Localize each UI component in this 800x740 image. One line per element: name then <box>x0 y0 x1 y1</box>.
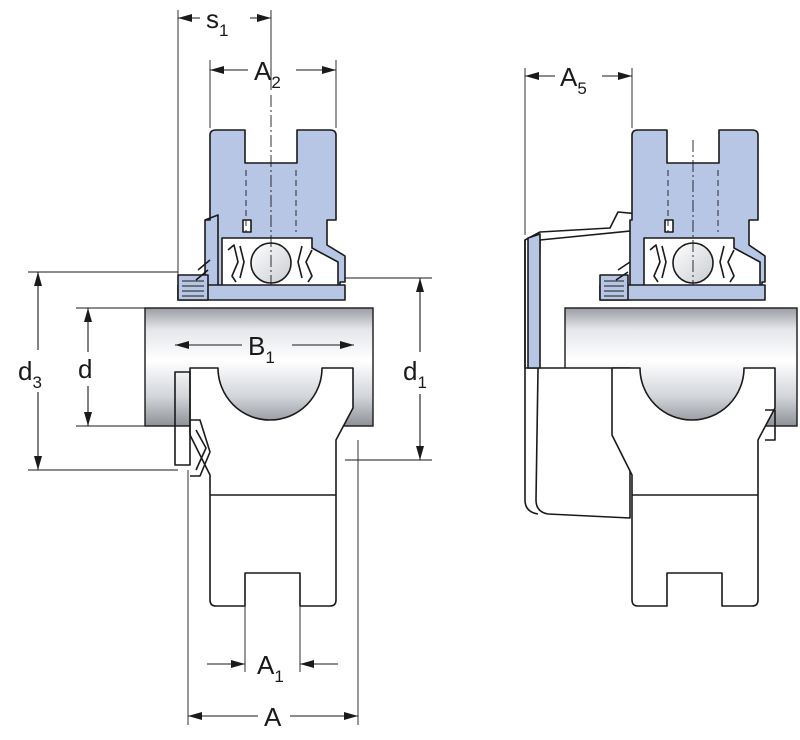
label-d1: d1 <box>403 356 427 392</box>
housing-lower-right <box>611 367 776 607</box>
dim-d: d <box>76 307 145 427</box>
dim-d3: d3 <box>18 271 178 471</box>
dim-A2: A2 <box>209 56 337 128</box>
label-s1: s1 <box>206 4 228 40</box>
seal-left-a <box>227 219 313 283</box>
dim-A5: A5 <box>524 62 633 235</box>
left-view: s1 A2 B1 d3 <box>18 4 432 732</box>
dim-B1: B1 <box>175 331 354 367</box>
label-A2: A2 <box>254 56 281 92</box>
label-d3: d3 <box>18 356 42 392</box>
dim-d1: d1 <box>345 277 432 461</box>
right-view: A5 <box>524 62 798 607</box>
label-d: d <box>78 354 92 384</box>
end-cover-right <box>524 211 641 519</box>
cover-blue-line <box>527 233 541 369</box>
label-A1: A1 <box>257 650 284 686</box>
housing-lower-left <box>189 367 354 607</box>
label-A5: A5 <box>560 62 587 98</box>
dim-s1: s1 <box>177 4 272 275</box>
seal-right <box>649 219 735 283</box>
label-B1: B1 <box>248 331 275 367</box>
label-A: A <box>264 702 282 732</box>
dim-A1: A1 <box>207 575 338 686</box>
dim-A: A <box>187 440 359 732</box>
